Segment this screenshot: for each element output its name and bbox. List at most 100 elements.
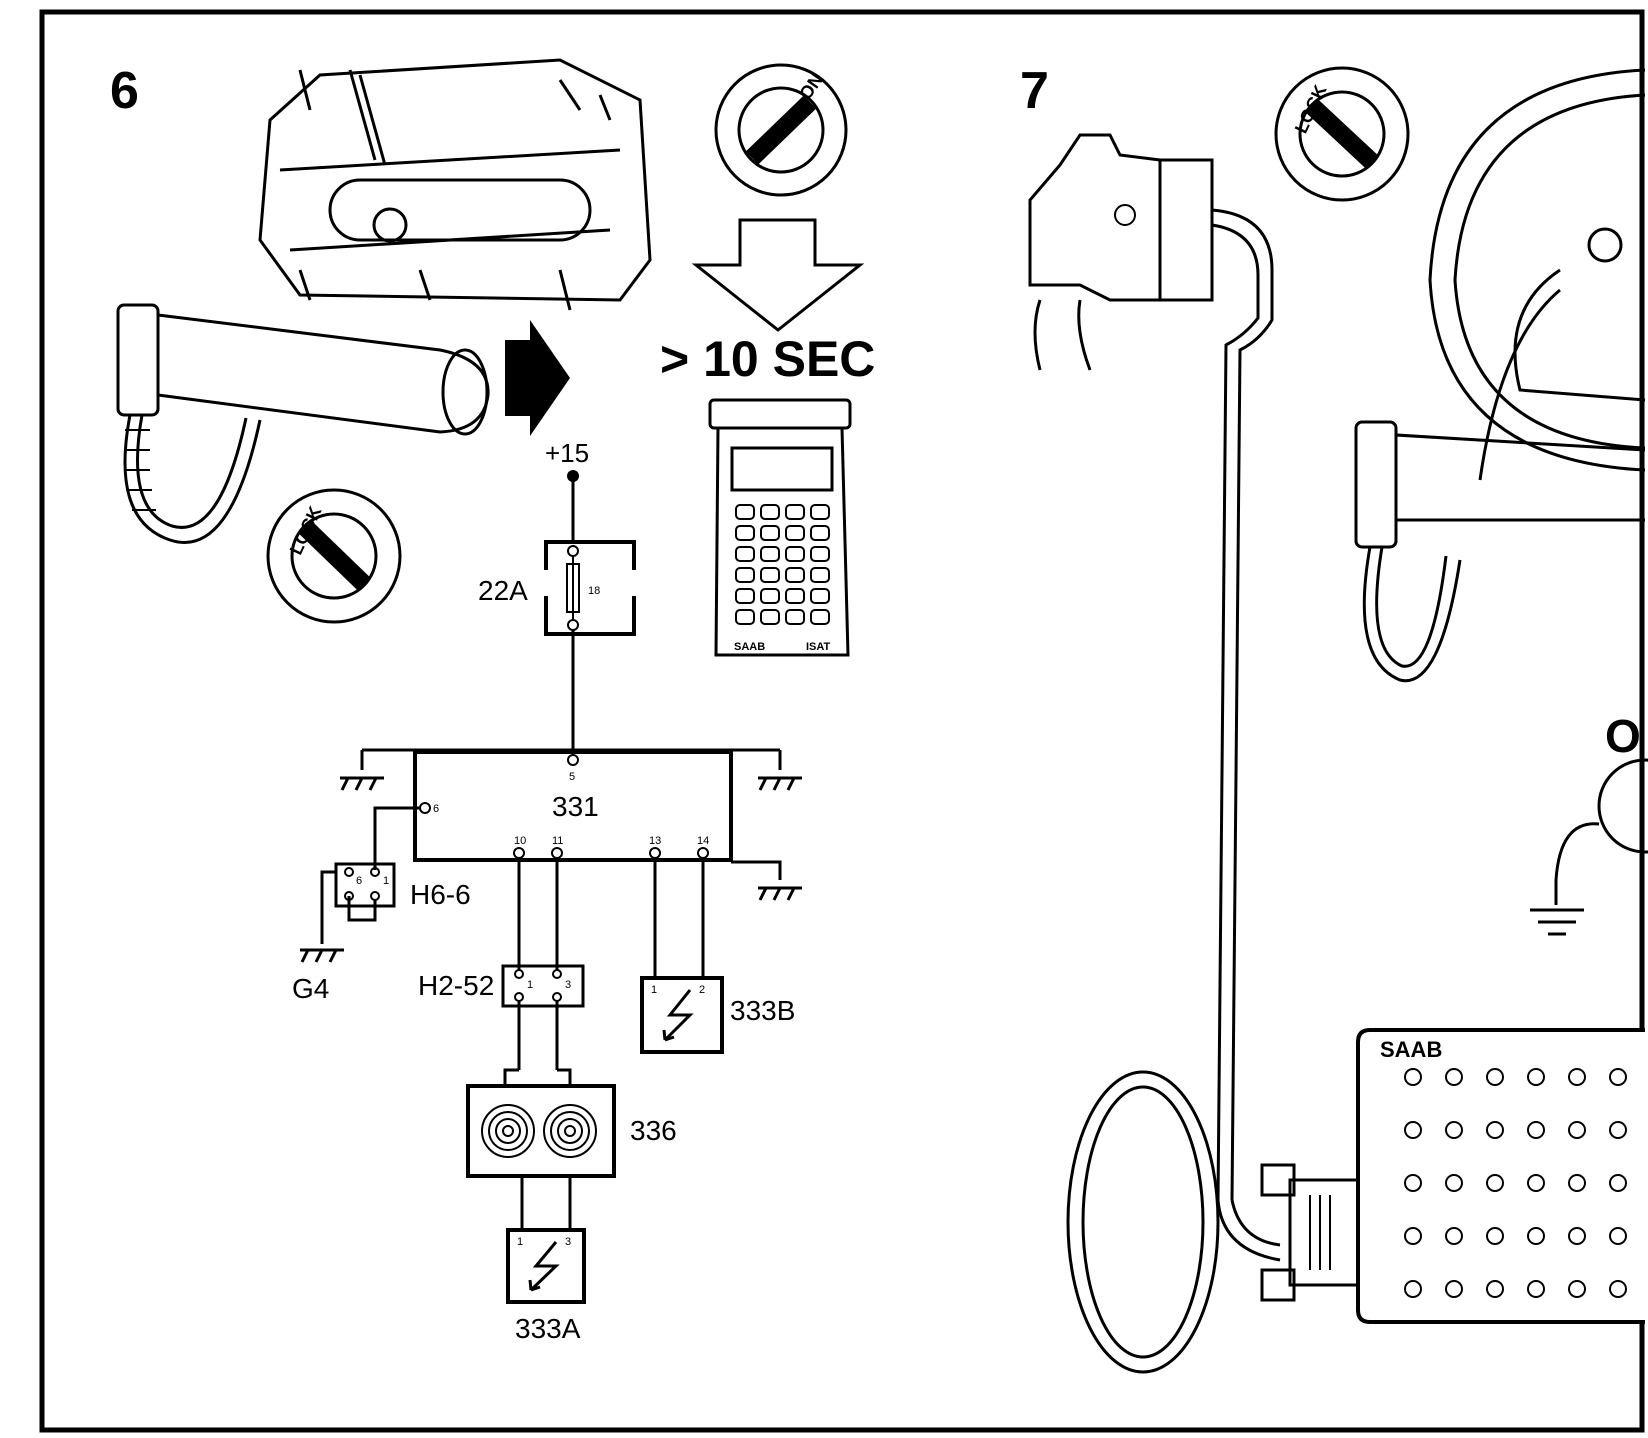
- ground-symbol-icon: [1530, 908, 1584, 936]
- pin-11-label: 11: [552, 835, 563, 847]
- adapter-socket-hole: [1609, 1121, 1627, 1139]
- adapter-socket-hole: [1445, 1280, 1463, 1298]
- adapter-box: SAAB: [1260, 1028, 1645, 1324]
- tester-key: [785, 567, 805, 583]
- key-on-label: ON: [795, 70, 827, 104]
- tester-key: [760, 567, 780, 583]
- adapter-socket-hole: [1568, 1068, 1586, 1086]
- connector-h2-52-label: H2-52: [418, 970, 494, 1001]
- connector-h2-52: [501, 964, 585, 1008]
- tester-brand: SAAB: [734, 641, 765, 653]
- supply-label: +15: [545, 438, 589, 468]
- duration-text: > 10 SEC: [660, 331, 875, 387]
- h6-6-pin-a: 6: [356, 875, 362, 887]
- adapter-socket-hole: [1404, 1068, 1422, 1086]
- steering-wheel-illustration: [1428, 68, 1646, 481]
- tester-key: [785, 504, 805, 520]
- cable-loop: [1066, 1070, 1220, 1374]
- tester-key: [760, 609, 780, 625]
- isat-tester-illustration: SAAB ISAT: [708, 398, 852, 657]
- adapter-socket-hole: [1527, 1174, 1545, 1192]
- coil-icon: [481, 1104, 535, 1158]
- step-7-number: 7: [1020, 62, 1049, 120]
- ignition-key-lock-icon: LOCK: [1274, 66, 1410, 202]
- adapter-socket-hole: [1445, 1121, 1463, 1139]
- tester-key: [735, 504, 755, 520]
- adapter-socket-hole: [1404, 1121, 1422, 1139]
- h2-52-pin-b: 3: [565, 979, 571, 991]
- tester-key: [785, 609, 805, 625]
- tester-key: [810, 567, 830, 583]
- wiring-schematic: +15 18 22A 3 3 1 5 6: [292, 438, 802, 1344]
- tester-key: [810, 609, 830, 625]
- tester-key: [810, 504, 830, 520]
- adapter-socket-hole: [1527, 1068, 1545, 1086]
- ground-symbol-icon: [758, 776, 802, 791]
- adapter-socket-hole: [1445, 1068, 1463, 1086]
- airbag-333a-label: 333A: [515, 1313, 581, 1344]
- adapter-plug: [1288, 1178, 1360, 1287]
- tester-key: [735, 546, 755, 562]
- tester-key: [735, 588, 755, 604]
- tester-key: [810, 546, 830, 562]
- 333b-pin-b: 2: [699, 984, 705, 996]
- adapter-socket-hole: [1486, 1280, 1504, 1298]
- tester-key: [785, 525, 805, 541]
- adapter-socket-hole: [1445, 1227, 1463, 1245]
- adapter-socket-hole: [1609, 1227, 1627, 1245]
- 333a-pin-b: 3: [565, 1236, 571, 1248]
- pin-14-label: 14: [697, 835, 709, 847]
- tester-keypad: [735, 504, 830, 625]
- tester-key: [810, 588, 830, 604]
- 333a-pin-a: 1: [517, 1236, 523, 1248]
- airbag-module-illustration: [258, 58, 652, 311]
- fuse-box-label: 22A: [478, 575, 528, 606]
- adapter-socket-hole: [1527, 1121, 1545, 1139]
- h2-52-pin-a: 1: [527, 979, 533, 991]
- adapter-socket-hole: [1568, 1121, 1586, 1139]
- partial-key-icon: [1597, 758, 1648, 854]
- pin-6-label: 6: [433, 803, 439, 815]
- 333b-pin-a: 1: [651, 984, 657, 996]
- ground-g4-label: G4: [292, 973, 329, 1004]
- tester-key: [760, 504, 780, 520]
- pin-10-label: 10: [514, 835, 526, 847]
- ground-symbol-icon: [340, 776, 384, 791]
- adapter-socket-hole: [1527, 1227, 1545, 1245]
- tester-key: [785, 546, 805, 562]
- coil-icon: [543, 1104, 597, 1158]
- ground-symbol-icon: [300, 948, 344, 963]
- adapter-box-brand: SAAB: [1380, 1037, 1442, 1062]
- adapter-socket-hole: [1527, 1280, 1545, 1298]
- adapter-socket-hole: [1486, 1227, 1504, 1245]
- tester-key: [760, 525, 780, 541]
- pin-5-label: 5: [569, 771, 575, 783]
- fuse-number: 18: [588, 585, 600, 597]
- adapter-socket-hole: [1404, 1280, 1422, 1298]
- adapter-socket-hole: [1568, 1174, 1586, 1192]
- adapter-socket-hole: [1486, 1121, 1504, 1139]
- connector-h6-6-label: H6-6: [410, 879, 471, 910]
- adapter-socket-hole: [1568, 1280, 1586, 1298]
- test-cable-connector-right: [1354, 420, 1646, 683]
- tester-key: [785, 588, 805, 604]
- tester-model: ISAT: [806, 641, 831, 653]
- ground-symbol-icon: [758, 886, 802, 901]
- ignition-key-on-icon: ON: [714, 63, 848, 197]
- tester-key: [760, 546, 780, 562]
- squib-icon: [528, 1241, 560, 1292]
- partial-label: O: [1605, 710, 1641, 762]
- adapter-socket-hole: [1404, 1227, 1422, 1245]
- adapter-socket-hole: [1609, 1174, 1627, 1192]
- down-arrow-icon: [691, 218, 865, 332]
- page-frame: [39, 9, 1645, 1433]
- adapter-socket-hole: [1445, 1174, 1463, 1192]
- tester-key: [735, 525, 755, 541]
- test-cable: [1211, 208, 1274, 1201]
- adapter-socket-hole: [1486, 1068, 1504, 1086]
- adapter-socket-hole: [1486, 1174, 1504, 1192]
- tester-key: [760, 588, 780, 604]
- tester-key: [810, 525, 830, 541]
- airbag-333b-label: 333B: [730, 995, 795, 1026]
